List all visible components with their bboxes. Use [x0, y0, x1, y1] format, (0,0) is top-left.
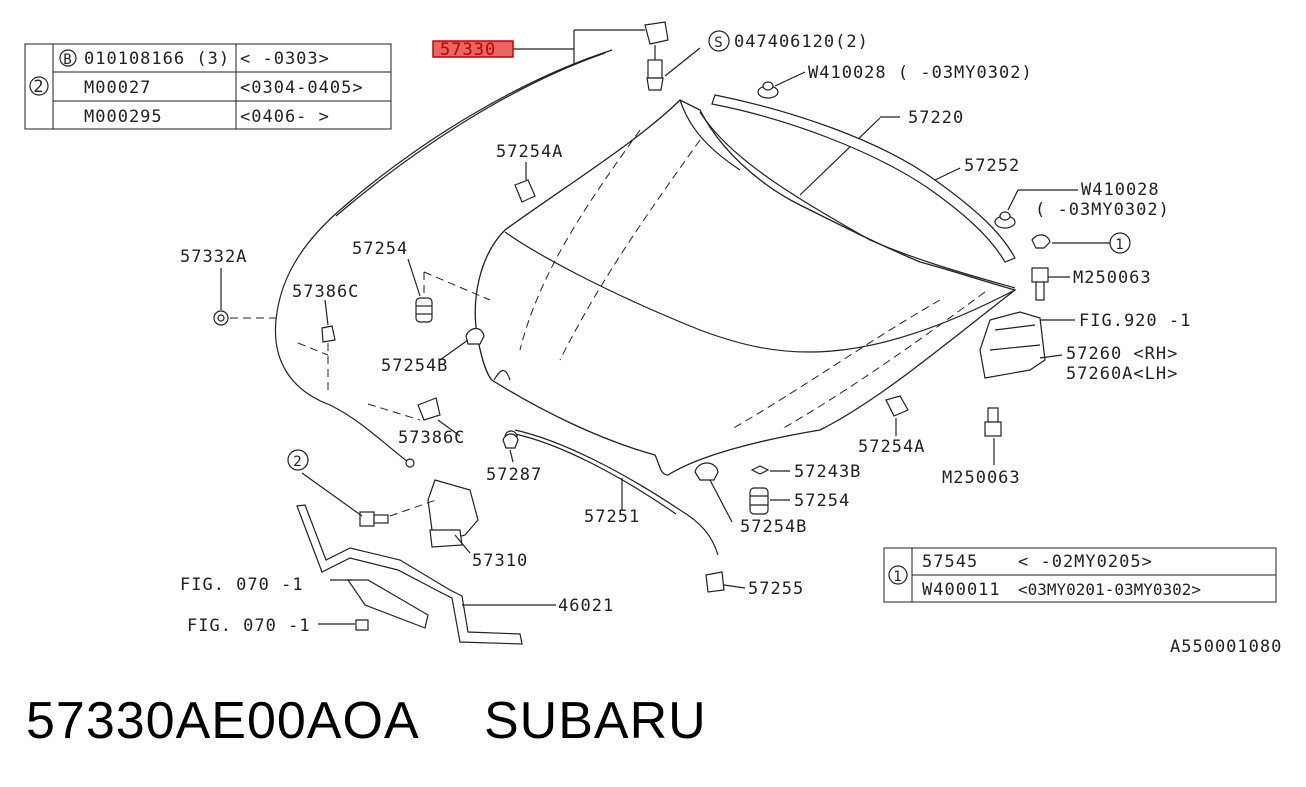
hood-latch-57310: [359, 479, 479, 548]
reference-table-top: 2 B 010108166 (3) < -0303> M00027 <0304-…: [24, 43, 392, 130]
figure-code: A550001080: [1170, 637, 1282, 657]
label-57255: 57255: [748, 579, 804, 599]
table-top-index: 2: [33, 77, 44, 97]
table-top-row3-range: <0406- >: [240, 107, 330, 127]
table-bottom-row2-part: W400011: [922, 580, 1001, 600]
footer-brand: SUBARU: [484, 692, 707, 750]
footer-part-number: 57330AE00AOA: [26, 692, 420, 750]
release-cable: [213, 49, 613, 468]
label-57251: 57251: [584, 507, 640, 527]
label-57243b: 57243B: [794, 462, 861, 482]
label-m250063-top: M250063: [1073, 268, 1152, 288]
label-57254b-left: 57254B: [381, 356, 448, 376]
table-bottom-row1-range: < -02MY0205>: [1018, 552, 1153, 572]
label-57386c-bottom: 57386C: [398, 428, 465, 448]
label-fig070-b: FIG. 070 -1: [187, 616, 311, 636]
table-top-row1-range: < -0303>: [240, 49, 330, 69]
label-57254-right: 57254: [794, 491, 850, 511]
bolt-symbol: B: [63, 52, 72, 68]
label-57254a-right: 57254A: [858, 437, 925, 457]
screw-symbol: S: [714, 35, 723, 51]
small-parts: [297, 21, 1051, 631]
label-fig070-a: FIG. 070 -1: [180, 575, 304, 595]
highlighted-part-marker: [432, 40, 514, 58]
ref-1-symbol: 1: [1115, 237, 1124, 253]
label-57220: 57220: [908, 108, 964, 128]
label-047406120: 047406120(2): [734, 32, 869, 52]
label-w410028-right: W410028: [1081, 180, 1160, 200]
leader-lines: [220, 29, 1110, 625]
label-57332a: 57332A: [180, 247, 247, 267]
table-bottom-index: 1: [893, 569, 902, 585]
label-w410028-top: W410028 ( -03MY0302): [808, 63, 1033, 83]
label-57254-left: 57254: [352, 239, 408, 259]
table-top-row2-range: <0304-0405>: [240, 78, 364, 98]
reference-table-bottom: 1 57545 < -02MY0205> W400011 <03MY0201-0…: [883, 547, 1277, 603]
label-57254a-top: 57254A: [496, 142, 563, 162]
lock-bracket-46021: [296, 504, 523, 645]
label-57330: 57330: [440, 40, 496, 60]
table-bottom-row2-range: <03MY0201-03MY0302>: [1018, 580, 1201, 599]
ref-2-symbol: 2: [293, 454, 302, 470]
table-top-row3-part: M000295: [84, 107, 163, 127]
table-bottom-row1-part: 57545: [922, 552, 978, 572]
label-57260a: 57260A<LH>: [1066, 364, 1178, 384]
callout-labels: 57330 S 047406120(2) W410028 ( -03MY0302…: [180, 30, 1191, 636]
label-46021: 46021: [558, 596, 614, 616]
table-top-row1-part: 010108166 (3): [84, 49, 230, 69]
table-top-row2-part: M00027: [84, 78, 151, 98]
label-57260: 57260 <RH>: [1066, 344, 1178, 364]
label-m250063-bottom: M250063: [942, 468, 1021, 488]
label-57287: 57287: [486, 465, 542, 485]
label-w410028-right-range: ( -03MY0302): [1035, 200, 1170, 220]
label-57254b-right: 57254B: [740, 517, 807, 537]
label-57386c-top: 57386C: [292, 282, 359, 302]
hood-panel: [474, 99, 1017, 476]
label-fig920: FIG.920 -1: [1079, 311, 1191, 331]
label-57310: 57310: [472, 551, 528, 571]
hood-seal-57252: [711, 94, 1016, 263]
label-57252: 57252: [964, 156, 1020, 176]
